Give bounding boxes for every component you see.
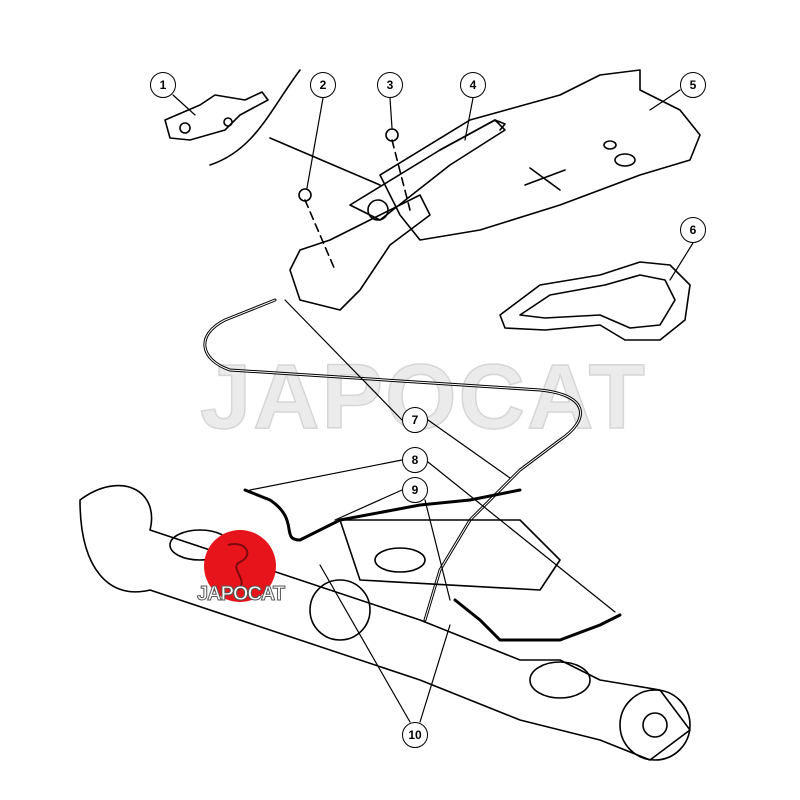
nut-2-path — [304, 199, 336, 271]
bracket-hole — [223, 117, 233, 127]
pad-inner — [519, 274, 676, 329]
right-hub — [642, 712, 668, 738]
part-7-cable-core — [204, 299, 581, 621]
callout-1: 1 — [150, 72, 176, 98]
part-1-bracket — [164, 91, 269, 141]
leader-lines — [172, 89, 694, 723]
lever-pivot — [367, 199, 389, 221]
callout-5: 5 — [680, 72, 706, 98]
callout-7: 7 — [402, 407, 428, 433]
lever-bracket — [289, 194, 431, 311]
panel-grommet — [603, 140, 617, 150]
nut-3-path — [391, 139, 411, 211]
inset-circle — [209, 69, 301, 166]
inset-leader — [269, 137, 381, 186]
panel-grommet — [614, 153, 636, 167]
panel-cross — [524, 167, 566, 191]
callout-9: 9 — [402, 477, 428, 503]
part-8-cable — [243, 488, 522, 542]
crossmember — [339, 519, 561, 591]
logo-red-disc — [204, 530, 276, 602]
center-mount — [374, 547, 426, 573]
right-drum — [619, 689, 691, 761]
part-9-cable — [453, 598, 622, 642]
callout-8: 8 — [402, 447, 428, 473]
logo-dragon-icon — [227, 543, 249, 591]
part-6-pad — [499, 261, 691, 341]
callout-2: 2 — [310, 72, 336, 98]
callout-10: 10 — [402, 722, 428, 748]
differential — [309, 579, 371, 641]
callout-6: 6 — [680, 217, 706, 243]
logo-text: JAPOCAT — [196, 583, 285, 606]
right-spring-seat — [529, 661, 591, 699]
callout-4: 4 — [460, 72, 486, 98]
part-5-panel — [379, 69, 701, 241]
lever-grip — [439, 119, 506, 151]
callout-3: 3 — [377, 72, 403, 98]
bracket-hole — [179, 122, 191, 134]
